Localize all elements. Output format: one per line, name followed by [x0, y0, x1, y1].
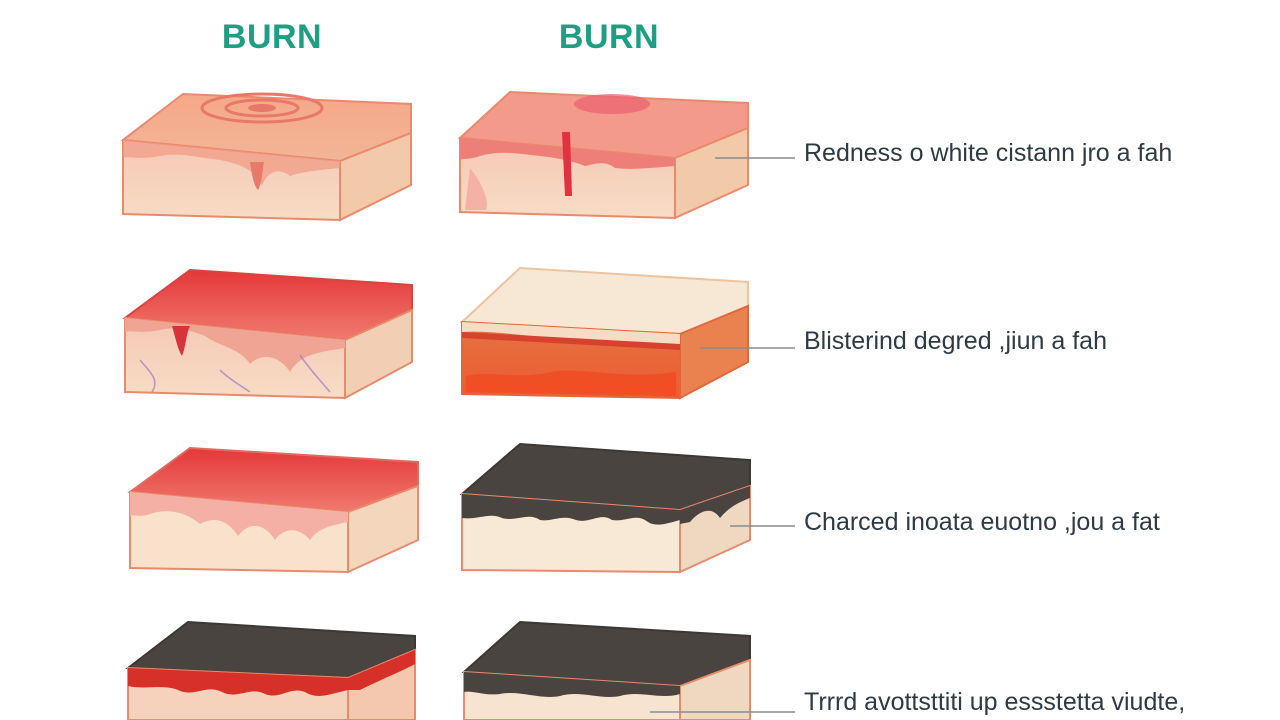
burn-label-3: Charced inoata euotno ,jou a fat — [804, 508, 1160, 536]
skin-block-row4-right — [461, 620, 751, 720]
skin-block-row3-left — [127, 446, 419, 574]
skin-block-row2-left — [122, 268, 413, 400]
column-title-left: BURN — [221, 18, 323, 56]
burn-label-4: Trrrd avottsttiti up essstetta viudte, — [804, 688, 1186, 716]
skin-block-row2-right — [459, 266, 749, 400]
column-title-right: BURN — [558, 18, 660, 56]
skin-block-row1-right — [457, 90, 749, 220]
burn-label-1: Redness o white cistann jro a fah — [804, 139, 1173, 167]
burn-label-2: Blisterind degred ,jiun a fah — [804, 327, 1107, 355]
skin-block-row4-left — [125, 620, 416, 720]
skin-block-row3-right — [459, 442, 751, 574]
skin-block-row1-left — [120, 92, 412, 222]
